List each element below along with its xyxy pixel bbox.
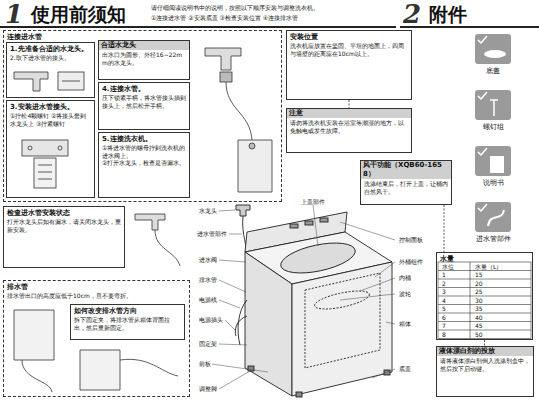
section-box: 1.先准备合适的水龙头。2.取下进水管的接头。 <box>6 42 95 98</box>
section-heading: 注意 <box>287 109 411 118</box>
table-cell: 8 <box>441 331 447 338</box>
section-box: 风干功能（XQB60-1658）洗涤结束后，打开上盖，让桶内自然风干。 <box>360 160 452 205</box>
accessory-item: 说明书 <box>458 144 528 192</box>
section-heading: 合适水龙头 <box>99 41 189 50</box>
section-heading: 排水管 <box>7 283 186 292</box>
section-text: ②打开水龙头，检查是否漏水。 <box>102 159 186 167</box>
section-heading: 螺钉组 <box>461 123 525 132</box>
table-cell: 20 <box>474 280 484 287</box>
table-cell: 1 <box>441 271 447 278</box>
section-number: 2 <box>402 0 422 28</box>
section-text: 请勿将洗衣机安装在浴室等潮湿的地方，以免触电或发生故障。 <box>290 119 408 134</box>
part-label: 控制面板 <box>398 236 424 243</box>
part-label: 水龙头 <box>198 207 218 214</box>
section-heading: 1.先准备合适的水龙头。 <box>10 45 91 54</box>
part-label: 电源插头 <box>198 316 224 323</box>
section-text: 2.取下进水管的接头。 <box>10 54 91 62</box>
accessory-item: 进水管部件 <box>458 200 528 248</box>
section-box: 液体漂白剂的投放请将液体漂白剂倒入洗涤剂盒中，然后按下启动键。 <box>436 346 534 397</box>
section-text: ①将进水管的螺母拧到洗衣机的进水阀上。 <box>102 144 186 159</box>
table-cell: 15 <box>474 271 484 278</box>
accessory-item: 底盖 <box>458 32 528 80</box>
header-note: 请仔细阅读说明书中的说明，按照以下顺序安装与调整洗衣机。 <box>150 4 320 11</box>
part-label: 前板 <box>198 360 212 367</box>
part-label: 调整脚 <box>198 385 218 392</box>
table-cell: 2 <box>441 280 447 287</box>
table-cell: 3 <box>441 288 447 295</box>
section-box: 如何改变排水管方向拆下固定夹，将排水管从箱体背面拉出，然后重新固定。 <box>70 304 185 340</box>
section-box: 检查进水管安装状态打开水龙头后如有漏水，请关闭水龙头，重新安装。 <box>3 206 125 268</box>
section-text: 压下锁紧手柄，将水管接头插到接头上，然后松开手柄。 <box>102 94 186 109</box>
section-box: 4.连接水管。压下锁紧手柄，将水管接头插到接头上，然后松开手柄。 <box>98 82 190 130</box>
section-heading: 安装位置 <box>290 33 408 42</box>
section-heading: 说明书 <box>461 179 525 188</box>
section-text: 洗涤结束后，打开上盖，让桶内自然风干。 <box>364 180 448 195</box>
section-box: 3.安装进水管接头。①拧松4颗螺钉 ②将接头套到水龙头上 ③拧紧螺钉 <box>6 100 95 198</box>
table-cell: 5 <box>441 305 447 312</box>
leader-lines <box>212 205 395 389</box>
table-cell: 6 <box>441 314 447 321</box>
accessory-item: 螺钉组 <box>458 88 528 136</box>
part-label: 内桶 <box>398 274 412 281</box>
section-heading: 风干功能（XQB60-1658） <box>361 161 451 179</box>
section-heading: 如何改变排水管方向 <box>74 307 181 316</box>
page-title: 使用前须知 <box>30 3 127 25</box>
section-text: 出水口为圆形、外径16~22mm的水龙头。 <box>102 51 186 66</box>
section-text: ①拧松4颗螺钉 ②将接头套到水龙头上 ③拧紧螺钉 <box>10 112 91 127</box>
part-label: 箱体 <box>398 320 412 327</box>
section-text: 洗衣机应放置在坚固、平坦的地面上，四周与墙壁的距离应在10cm以上。 <box>290 42 408 57</box>
part-label: 外桶组件 <box>398 258 424 265</box>
section-number: 1 <box>4 0 24 28</box>
table-cell: 7 <box>441 322 447 329</box>
section-heading: 液体漂白剂的投放 <box>437 347 533 356</box>
section-text: 拆下固定夹，将排水管从箱体背面拉出，然后重新固定。 <box>74 316 181 331</box>
part-label: 进水阀 <box>198 256 218 263</box>
part-label: 进水管部件 <box>196 230 228 237</box>
table-cell: 45 <box>474 322 484 329</box>
section-text: 排水管出口的高度应低于10cm，且不要弯折。 <box>7 292 186 300</box>
table-cell: 40 <box>474 314 484 321</box>
section-box: 排水管排水管出口的高度应低于10cm，且不要弯折。如何改变排水管方向拆下固定夹，… <box>3 280 190 397</box>
part-label: 固定架 <box>198 340 218 347</box>
part-label: 上盖部件 <box>300 198 326 205</box>
section-heading: 底盖 <box>461 67 525 76</box>
accessory-icons <box>475 34 511 232</box>
table-cell: 4 <box>441 297 447 304</box>
section-heading: 5.连接洗衣机。 <box>102 135 186 144</box>
header-note: ①连接进水管 ②安装底盖 ③检查安装位置 ④连接排水管 <box>150 14 299 21</box>
section-heading: 检查进水管安装状态 <box>7 209 121 218</box>
part-label: 排水管 <box>198 276 218 283</box>
section-box: 合适水龙头出水口为圆形、外径16~22mm的水龙头。 <box>98 40 190 80</box>
section-heading: 4.连接水管。 <box>102 85 186 94</box>
section-text: 请将液体漂白剂倒入洗涤剂盒中，然后按下启动键。 <box>440 357 530 372</box>
section-box: 5.连接洗衣机。①将进水管的螺母拧到洗衣机的进水阀上。②打开水龙头，检查是否漏水… <box>98 132 190 198</box>
table-cell: 水位 <box>441 263 455 270</box>
section-box: 连接进水管1.先准备合适的水龙头。2.取下进水管的接头。3.安装进水管接头。①拧… <box>3 30 282 202</box>
part-label: 电源线 <box>198 296 218 303</box>
section-box: 注意请勿将洗衣机安装在浴室等潮湿的地方，以免触电或发生故障。 <box>286 108 412 153</box>
dashed-connector <box>349 100 350 108</box>
section-text: 打开水龙头后如有漏水，请关闭水龙头，重新安装。 <box>7 218 121 233</box>
section-box: 安装位置洗衣机应放置在坚固、平坦的地面上，四周与墙壁的距离应在10cm以上。 <box>286 30 412 100</box>
washing-machine <box>235 205 392 397</box>
section-heading: 3.安装进水管接头。 <box>10 103 91 112</box>
water-table-grid <box>438 262 531 339</box>
table-cell: 50 <box>474 331 484 338</box>
table-cell: 25 <box>474 288 484 295</box>
section-heading: 水量 <box>440 255 529 264</box>
table-cell: 水量（L） <box>474 263 503 270</box>
dashed-connector <box>444 205 445 252</box>
part-label: 波轮 <box>398 290 412 297</box>
section-heading: 进水管部件 <box>461 235 525 244</box>
table-cell: 30 <box>474 297 484 304</box>
part-label: 底盖 <box>398 365 412 372</box>
header-rule <box>0 26 396 28</box>
table-cell: 35 <box>474 305 484 312</box>
section-title: 附件 <box>428 3 468 25</box>
